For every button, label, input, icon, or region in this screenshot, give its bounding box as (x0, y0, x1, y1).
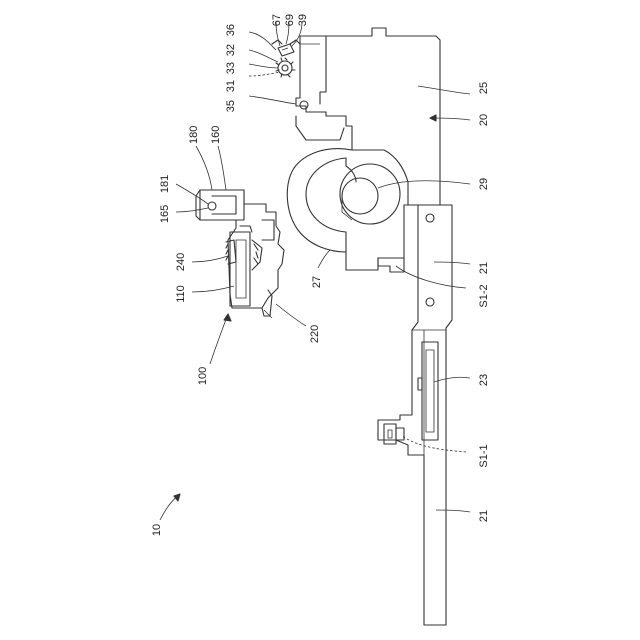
label-20: 20 (478, 114, 490, 126)
label-10: 10 (151, 524, 163, 536)
label-23: 23 (478, 374, 490, 386)
label-s1-2: S1-2 (478, 284, 490, 307)
switch-s1-2 (378, 258, 404, 272)
bore-29 (340, 164, 400, 224)
rail-21 (378, 205, 452, 625)
label-27: 27 (311, 276, 323, 288)
label-21-upper: 21 (478, 262, 490, 274)
label-39: 39 (297, 14, 309, 26)
label-67: 67 (271, 14, 283, 26)
label-110: 110 (175, 285, 187, 303)
label-33: 33 (225, 62, 237, 74)
label-32: 32 (225, 44, 237, 56)
label-220: 220 (309, 325, 321, 343)
switch-s1-1 (384, 424, 404, 444)
label-240: 240 (175, 253, 187, 271)
housing-25 (296, 28, 440, 205)
leader-lines (160, 22, 470, 520)
label-160: 160 (210, 126, 222, 144)
slide-23 (418, 342, 438, 440)
gear-train (272, 40, 300, 77)
label-180: 180 (188, 126, 200, 144)
drive-unit-100 (196, 190, 284, 318)
label-25: 25 (478, 82, 490, 94)
label-35: 35 (225, 100, 237, 112)
label-s1-1: S1-1 (478, 444, 490, 467)
label-36: 36 (225, 24, 237, 36)
label-69: 69 (284, 14, 296, 26)
label-100: 100 (197, 367, 209, 385)
sector-gear-27 (287, 149, 404, 270)
label-181: 181 (159, 175, 171, 193)
label-21-lower: 21 (478, 510, 490, 522)
label-31: 31 (225, 80, 237, 92)
label-29: 29 (478, 178, 490, 190)
label-165: 165 (159, 205, 171, 223)
